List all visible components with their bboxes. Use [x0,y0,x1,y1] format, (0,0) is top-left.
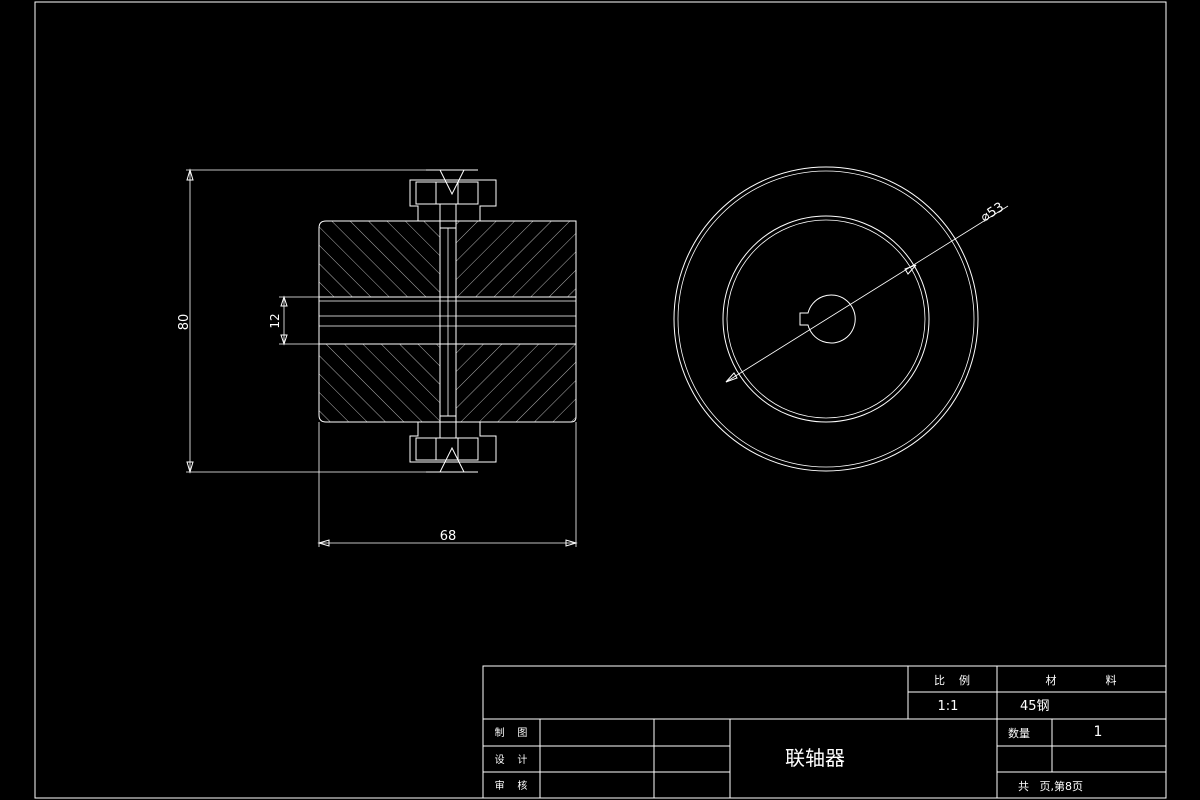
material-label: 材 料 [1046,673,1117,687]
review-label: 审 核 [495,779,528,792]
sheet-info: 共 页,第8页 [1018,779,1083,793]
coupling-side-view: ⌀53 [673,166,1009,472]
design-label: 设 计 [495,753,528,766]
part-name: 联轴器 [785,746,845,770]
sheet-border [34,1,1167,799]
quantity-value: 1 [1094,724,1103,740]
coupling-section-view [318,169,577,473]
dimension-height: 80 [177,168,426,474]
dimension-bore: 12 [268,295,319,346]
dim-width-label: 68 [440,529,457,544]
scale-label: 比 例 [934,673,970,687]
drawn-label: 制 图 [495,726,528,739]
dim-height-label: 80 [177,314,192,331]
title-block: 比 例 1:1 材 料 45钢 制 图 设 计 审 核 联轴器 数量 1 共 页… [482,665,1167,799]
dim-bore-label: 12 [268,313,282,328]
dimension-width: 68 [317,422,578,547]
quantity-label: 数量 [1008,727,1030,740]
scale-value: 1:1 [938,699,959,714]
material-value: 45钢 [1020,699,1050,714]
